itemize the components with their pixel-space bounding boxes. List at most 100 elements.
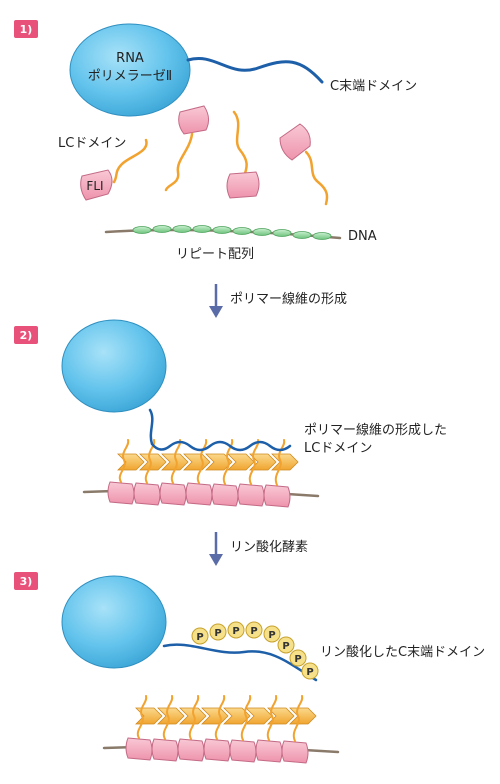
repeat-unit [132,226,152,234]
lc-link [170,439,182,484]
panel-2: 2) [14,319,447,508]
panel-badge-3-text: 3) [20,575,33,588]
fiber-unit [249,453,277,471]
lc-link [162,695,174,740]
fiber-unit [223,707,251,725]
phosphate-circle [227,621,245,639]
fiber-unit [267,707,295,725]
repeat-unit [292,231,312,239]
lc-link [136,695,148,739]
phosphate-label: P [268,630,275,641]
lc-link [196,439,208,484]
phosphate-circle [209,623,227,641]
lc-link [214,695,226,740]
fli-protein [211,483,239,507]
lc-fiber-3 [135,707,317,725]
phosphate-circle [263,625,281,643]
repeat-unit [152,225,172,233]
fiber-label-line1: ポリマー線維の形成した [304,422,447,438]
lc-link [274,439,286,486]
repeat-sequence-1 [132,225,332,240]
arrow-head [209,554,223,566]
phosphate-circle [301,662,319,680]
dna-label: DNA [348,229,377,244]
fli-row-2 [107,481,291,508]
lc-chain-3 [232,110,248,178]
panel-badge-1-text: 1) [20,23,33,36]
fiber-unit [157,707,185,725]
repeat-unit [272,229,292,237]
fli-protein-4 [279,123,311,161]
fli-protein [255,739,283,763]
fli-protein [177,738,205,762]
arrow-step-2: リン酸化酵素 [209,532,308,566]
lc-link [118,439,130,483]
fiber-unit [139,453,167,471]
fli-protein [159,482,187,506]
panel-1: 1) RNA ポリメラーゼⅡ C末端ドメイン LCドメイン FLI [14,20,417,262]
lc-chain-1 [112,138,148,184]
fli-protein [281,740,309,764]
repeat-unit [172,225,192,233]
repeat-unit [212,226,232,234]
phosphate-label: P [232,626,239,637]
fli-label: FLI [86,179,103,193]
lc-chain-2 [164,132,194,192]
fli-protein [133,482,161,506]
lc-link [248,439,260,485]
phosphate-circle [289,649,307,667]
phosphate-circle [191,627,209,645]
phospho-groups: P P P P P P P P [191,621,319,680]
fiber-unit [205,453,233,471]
panel-badge-2-text: 2) [20,329,33,342]
fli-protein [237,483,265,507]
fiber-unit [117,453,145,471]
rna-polymerase-body [61,319,167,413]
ctd-tail-bound [148,408,292,452]
lc-links-3 [136,695,304,742]
lc-link [292,695,304,742]
arrow-step-1: ポリマー線維の形成 [209,284,347,318]
phosphate-label: P [214,628,221,639]
fiber-unit [161,453,189,471]
lc-domain-label: LCドメイン [58,136,126,151]
repeat-unit [232,227,252,235]
panel-badge-1 [14,20,38,38]
fli-protein [185,482,213,506]
fli-protein-2 [178,105,210,135]
fli-protein-1 [80,169,113,201]
fli-protein [203,738,231,762]
fli-protein [151,738,179,762]
repeat-unit [252,228,272,236]
ctd-tail-phosphorylated [162,643,318,682]
rna-polymerase-body [69,23,191,117]
panel-badge-2 [14,326,38,344]
phosphate-label: P [196,632,203,643]
fiber-unit [135,707,163,725]
fiber-unit [245,707,273,725]
fiber-unit [227,453,255,471]
phosphate-label: P [294,654,301,665]
repeat-label: リピート配列 [176,247,254,262]
step-2-label: リン酸化酵素 [230,540,308,555]
phosphate-label: P [282,641,289,652]
ctd-tail [186,57,324,84]
fli-row-3 [125,737,309,764]
lc-link [240,695,252,741]
rna-polymerase-body [61,575,167,669]
fli-protein-3 [226,171,260,199]
lc-link [188,695,200,740]
rna-polymerase-label-line1: RNA [116,51,144,66]
repeat-unit [192,225,212,233]
fli-protein [107,481,135,505]
phosphate-label: P [306,667,313,678]
phosphate-label: P [250,626,257,637]
lc-fiber-2 [117,453,299,471]
lc-link [266,695,278,741]
repeat-unit [312,232,332,240]
panel-3: 3) P P P P P P P P リン酸化したC末端ドメイン [14,572,485,764]
phospho-ctd-label: リン酸化したC末端ドメイン [320,645,485,660]
rna-polymerase-label-line2: ポリメラーゼⅡ [88,69,172,84]
